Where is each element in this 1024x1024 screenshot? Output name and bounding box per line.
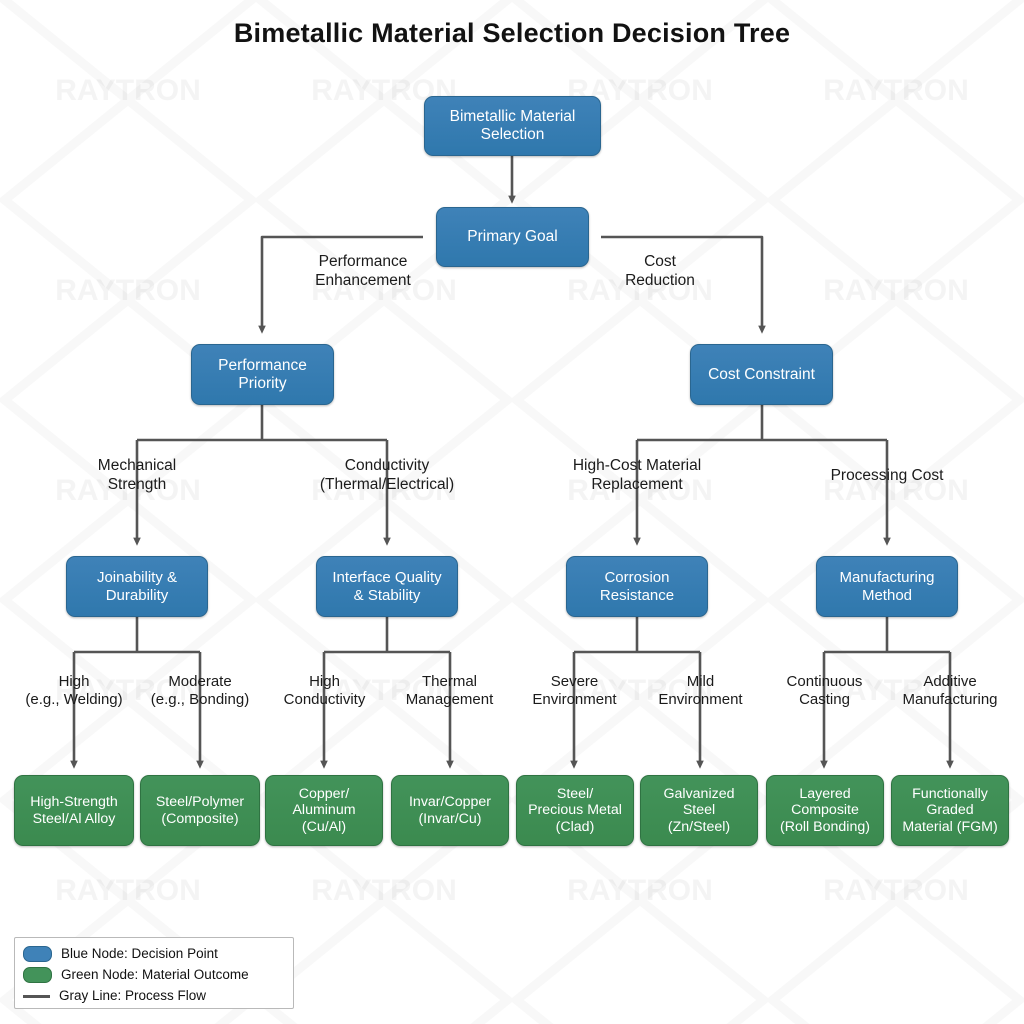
node-root[interactable]: Bimetallic Material Selection [424, 96, 601, 156]
edge-label-performance-enhancement: Performance Enhancement [315, 253, 411, 289]
blue-node-swatch-icon [23, 945, 52, 962]
legend-row-blue: Blue Node: Decision Point [23, 943, 285, 964]
edge-label-cost-reduction: Cost Reduction [625, 253, 695, 289]
outcome-node-3[interactable]: Copper/ Aluminum (Cu/Al) [265, 775, 383, 846]
node-primary-goal[interactable]: Primary Goal [436, 207, 589, 267]
legend-row-green: Green Node: Material Outcome [23, 964, 285, 985]
outcome-node-1[interactable]: High-Strength Steel/Al Alloy [14, 775, 134, 846]
legend-label-blue: Blue Node: Decision Point [61, 946, 218, 961]
gray-line-swatch-icon [23, 994, 50, 998]
edge-label-severe-environment: Severe Environment [532, 673, 617, 708]
edge-label-conductivity: Conductivity (Thermal/Electrical) [319, 457, 455, 493]
outcome-node-7[interactable]: Layered Composite (Roll Bonding) [766, 775, 884, 846]
edge-label-mechanical-strength: Mechanical Strength [97, 457, 177, 493]
outcome-node-8[interactable]: Functionally Graded Material (FGM) [891, 775, 1009, 846]
legend-row-line: Gray Line: Process Flow [23, 985, 285, 1006]
node-corrosion-resistance[interactable]: Corrosion Resistance [566, 556, 708, 617]
edge-label-thermal-management: Thermal Management [405, 673, 494, 708]
outcome-node-2[interactable]: Steel/Polymer (Composite) [140, 775, 260, 846]
node-joinability-durability[interactable]: Joinability & Durability [66, 556, 208, 617]
node-interface-quality[interactable]: Interface Quality & Stability [316, 556, 458, 617]
outcome-node-4[interactable]: Invar/Copper (Invar/Cu) [391, 775, 509, 846]
edge-label-high-conductivity: High Conductivity [283, 673, 366, 708]
legend-label-line: Gray Line: Process Flow [59, 988, 207, 1003]
outcome-node-6[interactable]: Galvanized Steel (Zn/Steel) [640, 775, 758, 846]
legend-box: Blue Node: Decision Point Green Node: Ma… [14, 937, 294, 1009]
green-node-swatch-icon [23, 966, 52, 983]
node-cost-constraint[interactable]: Cost Constraint [690, 344, 833, 405]
edge-label-high-cost-material: High-Cost Material Replacement [572, 457, 702, 493]
page-title: Bimetallic Material Selection Decision T… [233, 18, 791, 48]
edge-label-processing-cost: Processing Cost [830, 467, 944, 484]
node-performance-priority[interactable]: Performance Priority [191, 344, 334, 405]
legend-label-green: Green Node: Material Outcome [61, 967, 249, 982]
node-manufacturing-method[interactable]: Manufacturing Method [816, 556, 958, 617]
outcome-node-5[interactable]: Steel/ Precious Metal (Clad) [516, 775, 634, 846]
edge-label-additive-manufacturing: Additive Manufacturing [902, 673, 998, 708]
